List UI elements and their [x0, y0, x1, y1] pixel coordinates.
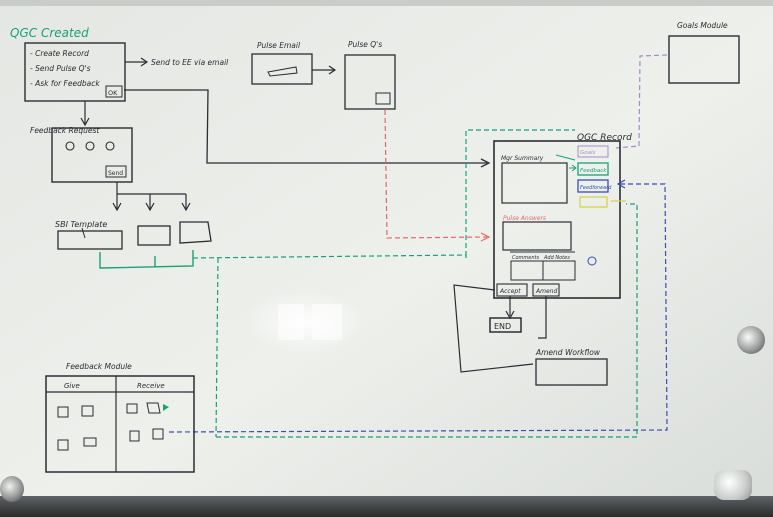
- qgc-item-ask-feedback: - Ask for Feedback: [30, 79, 100, 88]
- mounting-cap-left: [0, 476, 24, 502]
- amend-workflow-box: [535, 358, 608, 386]
- record-help-circle: [587, 256, 597, 266]
- goals-module-label: Goals Module: [677, 21, 728, 30]
- sbi-template-box-1: [57, 230, 123, 250]
- amend-workflow-label: Amend Workflow: [535, 348, 601, 357]
- sbi-template-box-3: [179, 221, 212, 244]
- record-side-goals: Goals: [580, 150, 596, 156]
- end-label: END: [494, 322, 511, 331]
- pulse-email-box: [251, 53, 313, 85]
- whiteboard-bottom-rail: [0, 496, 773, 517]
- record-col-comments: Comments: [512, 255, 539, 261]
- pulse-qs-label: Pulse Q's: [348, 40, 382, 49]
- mgr-summary-box: [501, 162, 568, 204]
- sbi-template-box-2: [137, 225, 171, 246]
- record-side-feedforward: Feedforward: [580, 185, 612, 191]
- mgr-summary-label: Mgr Summary: [501, 155, 544, 162]
- purple-dashed-connector: [615, 54, 668, 149]
- feedback-col-receive: Receive: [137, 382, 165, 390]
- green-dashed-connector: [192, 129, 575, 438]
- record-accept-label: Accept: [499, 288, 521, 295]
- end-box: [489, 317, 522, 333]
- record-amend-label: Amend: [535, 288, 557, 295]
- red-dashed-connector: [384, 109, 488, 239]
- feedback-request-send: Send: [108, 170, 123, 177]
- qgc-created-box: [24, 42, 126, 102]
- pulse-answers-box: [502, 221, 572, 251]
- qgc-item-create-record: - Create Record: [30, 49, 89, 58]
- record-side-yellow: [579, 196, 608, 208]
- qgc-record-title: QGC Record: [577, 133, 632, 143]
- record-accept-box: [496, 283, 528, 297]
- pulse-answers-label: Pulse Answers: [503, 215, 546, 222]
- glare-reflection: [245, 290, 365, 354]
- qgc-item-send-pulse: - Send Pulse Q's: [30, 64, 91, 73]
- feedback-request-label: Feedback Request: [30, 126, 100, 135]
- record-side-feedback: Feedback: [580, 168, 607, 174]
- blue-dashed-connector: [168, 183, 668, 433]
- pulse-email-label: Pulse Email: [257, 41, 301, 50]
- goals-module-box: [668, 35, 740, 84]
- mounting-cap-bottom-right: [714, 470, 752, 500]
- qgc-ok-box: [105, 85, 123, 98]
- mounting-cap-right: [737, 326, 765, 354]
- record-col-add-notes: Add Notes: [543, 255, 570, 261]
- qgc-ok-label: OK: [108, 89, 118, 97]
- feedback-col-give: Give: [64, 382, 80, 390]
- sbi-template-label: SBI Template: [55, 220, 107, 229]
- send-to-ee-note: Send to EE via email: [151, 58, 229, 67]
- connector-ok-to-record: [124, 89, 487, 164]
- feedback-module-box: [45, 375, 195, 473]
- qgc-record-box: [493, 140, 621, 299]
- feedback-request-send-box: [105, 165, 127, 178]
- feedback-module-title: Feedback Module: [66, 362, 132, 371]
- qgc-created-title: QGC Created: [10, 26, 89, 40]
- loop-back-connector: [453, 284, 534, 373]
- pulse-qs-box: [344, 54, 396, 110]
- feedback-request-box: [51, 127, 133, 183]
